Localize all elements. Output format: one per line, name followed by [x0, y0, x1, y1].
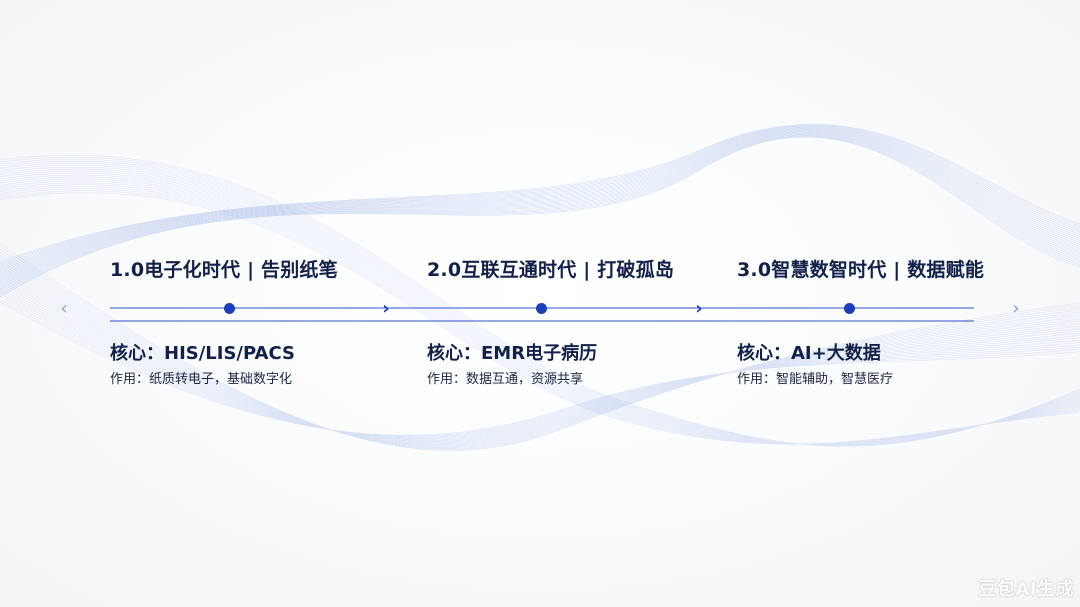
- wave-line: [0, 126, 1080, 270]
- stage-2-title: 2.0互联互通时代 | 打破孤岛: [427, 259, 675, 281]
- wave-line: [0, 130, 1080, 280]
- wave-line: [0, 161, 1080, 446]
- timeline-dot-2: [536, 303, 547, 314]
- timeline-dot-3: [844, 303, 855, 314]
- wave-line: [0, 136, 1080, 298]
- wave-line: [0, 188, 1080, 445]
- wave-line: [0, 125, 1080, 266]
- wave-line: [0, 248, 1080, 449]
- wave-line: [0, 295, 1080, 437]
- wave-line: [0, 127, 1080, 273]
- wave-line: [0, 178, 1080, 445]
- wave-line: [0, 157, 1080, 447]
- wave-line: [0, 170, 1080, 445]
- wave-line: [0, 174, 1080, 445]
- wave-line: [0, 290, 1080, 438]
- watermark-text: 豆包AI生成: [978, 579, 1074, 600]
- wave-line: [0, 136, 1080, 297]
- wave-line: [0, 257, 1080, 447]
- wave-line: [0, 180, 1080, 445]
- wave-line: [0, 184, 1080, 445]
- stage-3-title: 3.0智慧数智时代 | 数据赋能: [737, 259, 985, 281]
- wave-line: [0, 284, 1080, 440]
- wave-line: [0, 125, 1080, 268]
- wave-line: [0, 129, 1080, 278]
- prev-arrow-icon[interactable]: ‹: [60, 298, 68, 319]
- wave-line: [0, 190, 1080, 445]
- stage-1-title: 1.0电子化时代 | 告别纸笔: [110, 259, 338, 281]
- wave-line: [0, 163, 1080, 446]
- wave-line: [0, 124, 1080, 265]
- wave-line: [0, 293, 1080, 438]
- wave-line: [0, 281, 1080, 440]
- wave-line: [0, 124, 1080, 263]
- wave-line: [0, 273, 1080, 443]
- wave-line: [0, 192, 1080, 445]
- stage-2-desc: 作用：数据互通，资源共享: [427, 372, 584, 387]
- wave-line: [0, 172, 1080, 445]
- next-arrow-icon[interactable]: ›: [1012, 298, 1020, 319]
- wave-line: [0, 133, 1080, 288]
- wave-line: [0, 134, 1080, 292]
- wave-line: [0, 262, 1080, 446]
- wave-line: [0, 128, 1080, 275]
- wave-line: [0, 268, 1080, 444]
- wave-line: [0, 132, 1080, 285]
- wave-line: [0, 298, 1080, 437]
- wave-line: [0, 135, 1080, 293]
- wave-line: [0, 128, 1080, 276]
- stage-3-desc: 作用：智能辅助，智慧医疗: [737, 372, 894, 387]
- wave-line: [0, 127, 1080, 271]
- step-arrow-icon-2: ›: [695, 298, 703, 319]
- timeline-dot-1: [224, 303, 235, 314]
- stage-3-core: 核心：AI+大数据: [737, 343, 881, 364]
- wave-line: [0, 133, 1080, 290]
- wave-line: [0, 246, 1080, 450]
- wave-line: [0, 270, 1080, 443]
- wave-line: [0, 132, 1080, 287]
- wave-line: [0, 301, 1080, 436]
- wave-line: [0, 131, 1080, 283]
- wave-line: [0, 165, 1080, 446]
- wave-line: [0, 155, 1080, 447]
- wave-line: [0, 279, 1080, 441]
- wave-line: [0, 167, 1080, 446]
- wave-line: [0, 254, 1080, 448]
- wave-line: [0, 169, 1080, 446]
- stage-1-desc: 作用：纸质转电子，基础数字化: [110, 372, 293, 387]
- wave-line: [0, 186, 1080, 445]
- wave-line: [0, 135, 1080, 295]
- stage-2-core: 核心：EMR电子病历: [427, 343, 598, 364]
- wave-line: [0, 182, 1080, 445]
- wave-line: [0, 251, 1080, 449]
- step-arrow-icon-1: ›: [382, 298, 390, 319]
- wave-line: [0, 243, 1080, 451]
- wave-line: [0, 259, 1080, 446]
- stage-1-core: 核心：HIS/LIS/PACS: [110, 343, 295, 364]
- wave-line: [0, 265, 1080, 445]
- wave-line: [0, 287, 1080, 439]
- wave-line: [0, 130, 1080, 282]
- wave-line: [0, 159, 1080, 447]
- wave-line: [0, 176, 1080, 445]
- wave-line: [0, 276, 1080, 442]
